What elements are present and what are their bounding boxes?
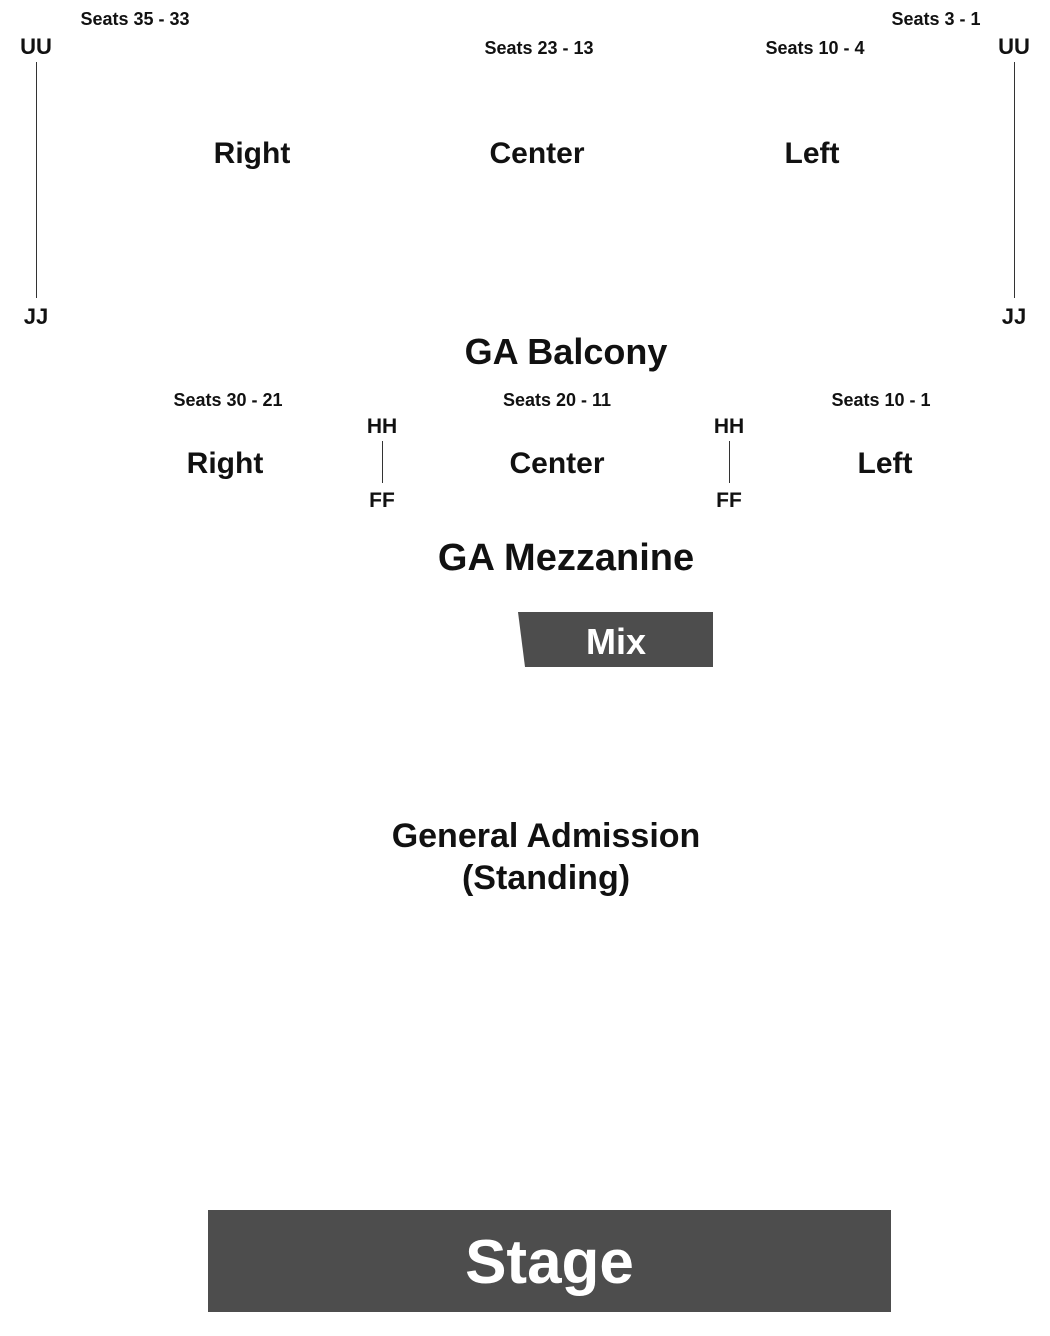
balcony-row-line-left — [36, 62, 37, 298]
balcony-section-right[interactable]: Right — [213, 137, 291, 170]
balcony-title[interactable]: GA Balcony — [464, 331, 668, 372]
stage: Stage — [208, 1210, 891, 1312]
mezzanine-row-line-left — [382, 441, 383, 483]
mezzanine-section-right[interactable]: Right — [186, 447, 264, 480]
balcony-row-jj-right: JJ — [1001, 304, 1027, 329]
balcony-row-uu-left: UU — [20, 34, 52, 59]
mezzanine-row-line-right — [729, 441, 730, 483]
mezzanine-row-hh-left: HH — [366, 415, 398, 438]
mezzanine-seats-center: Seats 20 - 11 — [502, 390, 612, 410]
general-admission-label: General Admission — [391, 817, 701, 855]
balcony-seats-left-inner: Seats 10 - 4 — [765, 38, 865, 58]
mezzanine-title[interactable]: GA Mezzanine — [437, 537, 695, 579]
mix-label: Mix — [586, 621, 647, 662]
stage-label: Stage — [465, 1228, 634, 1297]
balcony-row-line-right — [1014, 62, 1015, 298]
balcony-seats-left-outer: Seats 3 - 1 — [891, 9, 981, 29]
balcony-seats-center: Seats 23 - 13 — [484, 38, 594, 58]
balcony-row-jj-left: JJ — [23, 304, 49, 329]
mezzanine-row-ff-right: FF — [716, 489, 742, 512]
mezzanine-row-hh-right: HH — [713, 415, 745, 438]
balcony-seats-right-outer: Seats 35 - 33 — [80, 9, 190, 29]
mezzanine-seats-right: Seats 30 - 21 — [173, 390, 283, 410]
general-admission-sublabel: (Standing) — [461, 859, 631, 897]
balcony-row-uu-right: UU — [998, 34, 1030, 59]
general-admission-floor[interactable]: General Admission (Standing) — [392, 815, 701, 899]
balcony-section-left[interactable]: Left — [784, 137, 840, 170]
mezzanine-seats-left: Seats 10 - 1 — [831, 390, 931, 410]
mezzanine-section-center[interactable]: Center — [509, 447, 605, 480]
mezzanine-row-ff-left: FF — [369, 489, 395, 512]
mezzanine-section-left[interactable]: Left — [857, 447, 913, 480]
balcony-section-center[interactable]: Center — [489, 137, 585, 170]
